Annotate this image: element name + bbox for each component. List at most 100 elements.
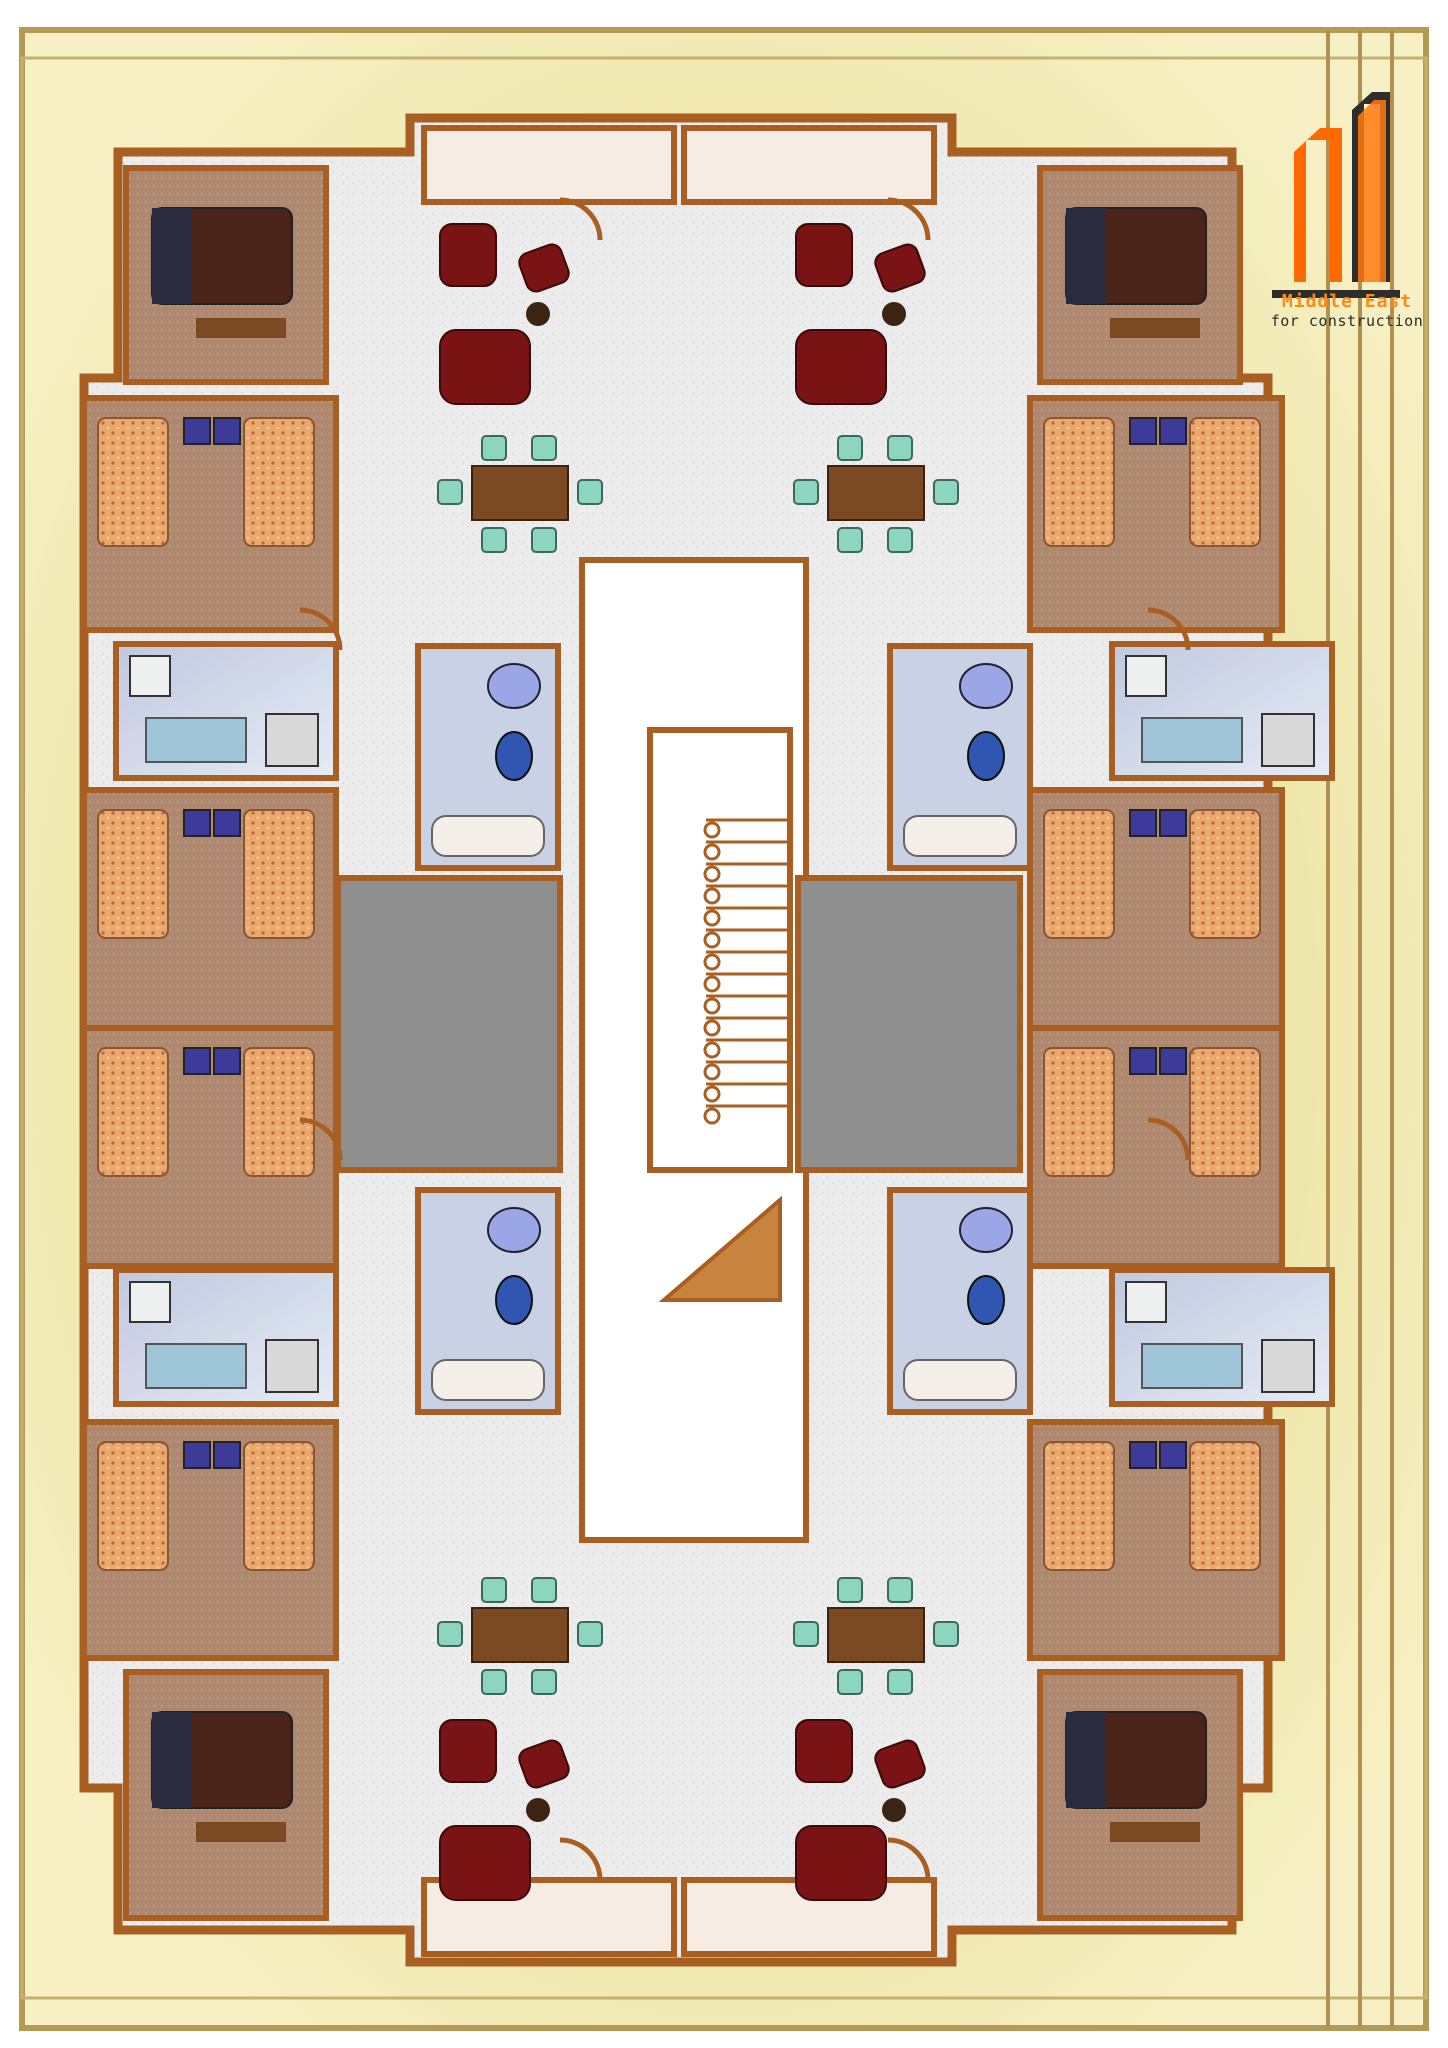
door-swing bbox=[1147, 607, 1191, 651]
elevator-shaft-right bbox=[795, 875, 1023, 1173]
stair-baluster bbox=[703, 909, 721, 927]
armchair bbox=[874, 1739, 926, 1789]
headboard bbox=[152, 1712, 192, 1808]
bathtub bbox=[431, 1359, 545, 1401]
dresser bbox=[1110, 318, 1200, 338]
dining-chair bbox=[577, 479, 603, 505]
washbasin bbox=[487, 663, 541, 709]
dining-chair bbox=[481, 1669, 507, 1695]
door-swing bbox=[559, 197, 603, 241]
dining-chair bbox=[933, 1621, 959, 1647]
dining-chair bbox=[437, 479, 463, 505]
nightstand bbox=[1159, 809, 1187, 837]
dining-table bbox=[827, 465, 925, 521]
company-logo bbox=[1272, 92, 1400, 298]
dining-chair bbox=[933, 479, 959, 505]
bed bbox=[1043, 417, 1115, 547]
bed bbox=[1043, 809, 1115, 939]
headboard bbox=[1066, 1712, 1106, 1808]
armchair bbox=[874, 243, 926, 293]
dining-chair bbox=[837, 1669, 863, 1695]
nightstand bbox=[1129, 809, 1157, 837]
dining-chair bbox=[481, 435, 507, 461]
bed bbox=[243, 417, 315, 547]
brand-caption: Middle East for construction bbox=[1262, 291, 1432, 331]
toilet bbox=[967, 731, 1005, 781]
toilet bbox=[495, 1275, 533, 1325]
door-swing bbox=[299, 607, 343, 651]
door-swing bbox=[559, 1837, 603, 1881]
bed bbox=[1189, 1047, 1261, 1177]
dining-chair bbox=[531, 527, 557, 553]
nightstand bbox=[1159, 417, 1187, 445]
dining-chair bbox=[887, 527, 913, 553]
stair-baluster bbox=[703, 1019, 721, 1037]
armchair bbox=[439, 223, 497, 287]
stove bbox=[1261, 713, 1315, 767]
nightstand bbox=[1159, 1047, 1187, 1075]
stair-baluster bbox=[703, 975, 721, 993]
dining-chair bbox=[793, 479, 819, 505]
nightstand bbox=[213, 1047, 241, 1075]
nightstand bbox=[213, 417, 241, 445]
dining-chair bbox=[531, 435, 557, 461]
bed bbox=[243, 1441, 315, 1571]
stove bbox=[265, 713, 319, 767]
armchair bbox=[795, 1719, 853, 1783]
coffee-table bbox=[882, 1798, 906, 1822]
nightstand bbox=[183, 1441, 211, 1469]
dining-chair bbox=[437, 1621, 463, 1647]
washbasin bbox=[959, 1207, 1013, 1253]
door-swing bbox=[1147, 1117, 1191, 1161]
bed bbox=[1189, 1441, 1261, 1571]
stair-baluster bbox=[703, 1107, 721, 1125]
toilet bbox=[967, 1275, 1005, 1325]
bathtub bbox=[431, 815, 545, 857]
brand-tagline: for construction bbox=[1270, 312, 1424, 330]
dining-table bbox=[471, 1607, 569, 1663]
bed bbox=[97, 1047, 169, 1177]
bathtub bbox=[903, 1359, 1017, 1401]
stair-baluster bbox=[703, 821, 721, 839]
kitchen-sink bbox=[145, 717, 247, 763]
brand-name: Middle East bbox=[1281, 291, 1413, 312]
elevator-shaft-left bbox=[335, 875, 563, 1173]
nightstand bbox=[1129, 1047, 1157, 1075]
stove bbox=[1261, 1339, 1315, 1393]
washbasin bbox=[959, 663, 1013, 709]
nightstand bbox=[1129, 417, 1157, 445]
dining-chair bbox=[577, 1621, 603, 1647]
stair-baluster bbox=[703, 887, 721, 905]
stair-baluster bbox=[703, 997, 721, 1015]
stair-baluster bbox=[703, 843, 721, 861]
dining-chair bbox=[481, 1577, 507, 1603]
coffee-table bbox=[526, 1798, 550, 1822]
stair-diagonal bbox=[663, 1198, 781, 1302]
dresser bbox=[1110, 1822, 1200, 1842]
nightstand bbox=[183, 417, 211, 445]
sofa bbox=[795, 329, 887, 405]
dining-chair bbox=[531, 1577, 557, 1603]
sofa bbox=[795, 1825, 887, 1901]
dining-table bbox=[471, 465, 569, 521]
headboard bbox=[1066, 208, 1106, 304]
toilet bbox=[495, 731, 533, 781]
door-swing bbox=[887, 197, 931, 241]
door-swing bbox=[887, 1837, 931, 1881]
armchair bbox=[795, 223, 853, 287]
dining-chair bbox=[837, 435, 863, 461]
stair-baluster bbox=[703, 1063, 721, 1081]
bed bbox=[1189, 809, 1261, 939]
dining-chair bbox=[531, 1669, 557, 1695]
nightstand bbox=[183, 809, 211, 837]
dining-table bbox=[827, 1607, 925, 1663]
stair-baluster bbox=[703, 1041, 721, 1059]
stair-baluster bbox=[703, 931, 721, 949]
kitchen-sink bbox=[1141, 1343, 1243, 1389]
bed bbox=[97, 417, 169, 547]
dining-chair bbox=[837, 527, 863, 553]
refrigerator bbox=[129, 1281, 171, 1323]
bed bbox=[97, 809, 169, 939]
bed bbox=[1043, 1047, 1115, 1177]
